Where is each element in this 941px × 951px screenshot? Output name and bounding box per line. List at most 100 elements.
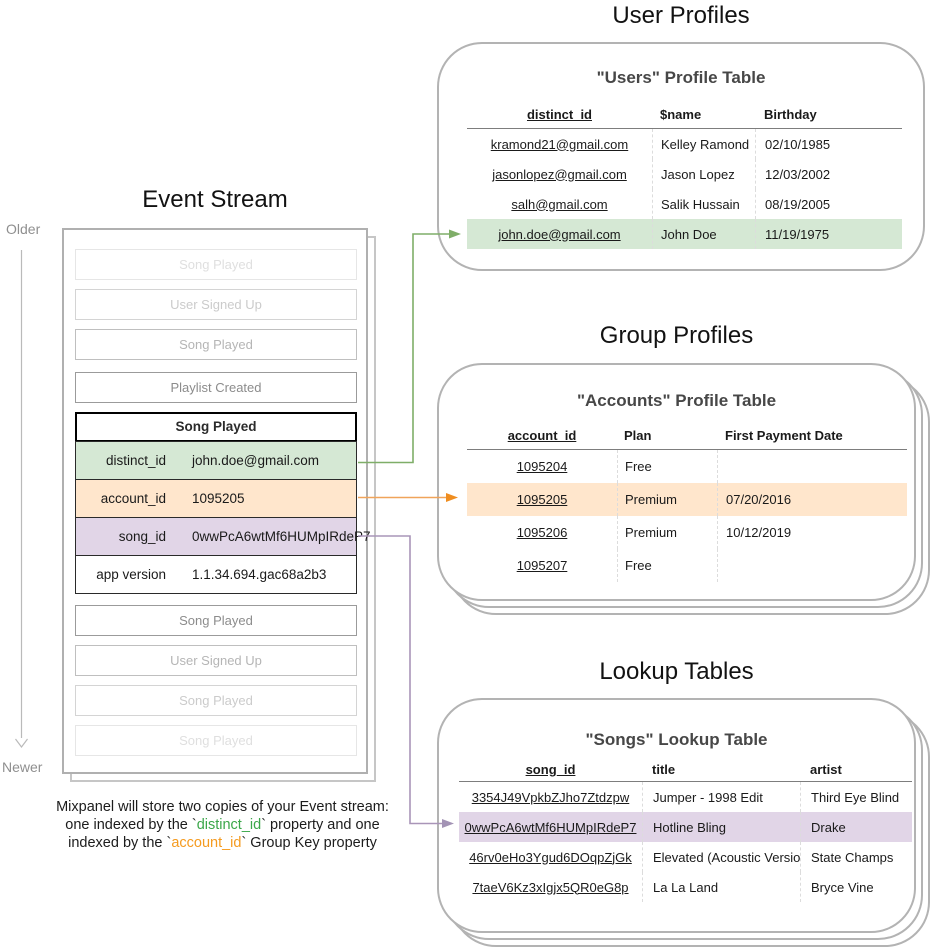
cell-artist: Bryce Vine (800, 872, 912, 902)
property-value: john.doe@gmail.com (192, 453, 320, 468)
table-row-highlighted-orange: 1095205 Premium 07/20/2016 (467, 483, 907, 516)
cell-title: La La Land (642, 872, 800, 902)
cell-birthday: 02/10/1985 (755, 129, 902, 159)
cell-title: Elevated (Acoustic Version) (642, 842, 800, 872)
event-user-signed-up: User Signed Up (75, 645, 357, 676)
event-song-played: Song Played (75, 249, 357, 280)
cell-account-id: 1095206 (516, 525, 568, 540)
cell-first-payment-date: 07/20/2016 (717, 483, 907, 516)
column-header-artist: artist (810, 761, 842, 777)
cell-plan: Free (617, 549, 717, 582)
user-profiles-title: User Profiles (612, 2, 750, 29)
table-row: 1095206 Premium 10/12/2019 (467, 516, 907, 549)
cell-plan: Free (617, 450, 717, 483)
cell-first-payment-date (717, 549, 907, 582)
column-header-birthday: Birthday (764, 106, 817, 122)
cell-artist: Drake (800, 812, 912, 842)
group-profiles-title: Group Profiles (599, 322, 754, 349)
cell-first-payment-date: 10/12/2019 (717, 516, 907, 549)
cell-artist: State Champs (800, 842, 912, 872)
event-song-played: Song Played (75, 329, 357, 360)
cell-song-id: 3354J49VpkbZJho7Ztdzpw (471, 789, 630, 805)
cell-name: Kelley Ramond (652, 129, 755, 159)
cell-distinct-id: jasonlopez@gmail.com (492, 166, 627, 182)
timeline-arrowhead-icon (15, 738, 28, 748)
table-row: jasonlopez@gmail.com Jason Lopez 12/03/2… (467, 159, 902, 189)
property-value: 1095205 (192, 491, 245, 506)
cell-distinct-id: salh@gmail.com (511, 196, 608, 212)
table-row-highlighted-green: john.doe@gmail.com John Doe 11/19/1975 (467, 219, 902, 249)
cell-name: Salik Hussain (652, 189, 755, 219)
cell-distinct-id: john.doe@gmail.com (498, 226, 621, 242)
caption-line2-pre: one indexed by the ` (65, 817, 197, 833)
event-stream-title: Event Stream (142, 186, 288, 213)
caption-account-id: account_id (171, 835, 242, 851)
older-label: Older (6, 221, 41, 237)
users-card-title: "Users" Profile Table (596, 68, 766, 87)
songs-card-title: "Songs" Lookup Table (585, 730, 768, 749)
cell-birthday: 12/03/2002 (755, 159, 902, 189)
users-table-header: distinct_id $name Birthday (467, 100, 902, 129)
cell-distinct-id: kramond21@gmail.com (490, 136, 629, 152)
cell-title: Hotline Bling (642, 812, 800, 842)
cell-artist: Third Eye Blind (800, 782, 912, 812)
cell-birthday: 08/19/2005 (755, 189, 902, 219)
property-row-distinct-id: distinct_id john.doe@gmail.com (76, 442, 356, 479)
property-row-app-version: app version 1.1.34.694.gac68a2b3 (76, 555, 356, 593)
accounts-profile-card: "Accounts" Profile Table account_id Plan… (437, 363, 916, 601)
caption-distinct-id: distinct_id (196, 817, 262, 833)
property-key: account_id (100, 491, 166, 506)
songs-lookup-card: "Songs" Lookup Table song_id title artis… (437, 698, 916, 933)
table-row: 1095207 Free (467, 549, 907, 582)
table-row: kramond21@gmail.com Kelley Ramond 02/10/… (467, 129, 902, 159)
cell-song-id: 7taeV6Kz3xIgjx5QR0eG8p (472, 879, 629, 895)
cell-song-id: 46rv0eHo3Ygud6DOqpZjGk (469, 849, 632, 865)
property-key: app version (96, 567, 166, 582)
caption-line3-pre: indexed by the ` (68, 835, 172, 851)
caption-line3-post: ` Group Key property (241, 835, 377, 851)
property-value: 1.1.34.694.gac68a2b3 (192, 567, 327, 582)
cell-birthday: 11/19/1975 (755, 219, 902, 249)
users-profile-card: "Users" Profile Table distinct_id $name … (437, 42, 925, 271)
event-song-played: Song Played (75, 605, 357, 636)
column-header-first-payment-date: First Payment Date (725, 427, 843, 443)
column-header-distinct-id: distinct_id (526, 106, 592, 122)
table-row-highlighted-purple: 0wwPcA6wtMf6HUMpIRdeP7 Hotline Bling Dra… (459, 812, 912, 842)
table-row: 3354J49VpkbZJho7Ztdzpw Jumper - 1998 Edi… (459, 782, 912, 812)
property-value: 0wwPcA6wtMf6HUMpIRdeP7 (192, 529, 371, 544)
event-song-played: Song Played (75, 725, 357, 756)
column-header-plan: Plan (624, 427, 652, 443)
column-header-account-id: account_id (507, 427, 577, 443)
users-table: distinct_id $name Birthday kramond21@gma… (467, 100, 902, 249)
footnote-caption: Mixpanel will store two copies of your E… (25, 798, 420, 852)
focus-event-properties: distinct_id john.doe@gmail.com account_i… (75, 441, 371, 594)
table-row: 46rv0eHo3Ygud6DOqpZjGk Elevated (Acousti… (459, 842, 912, 872)
cell-plan: Premium (617, 483, 717, 516)
property-row-account-id: account_id 1095205 (76, 479, 356, 517)
column-header-name: $name (660, 106, 702, 122)
cell-plan: Premium (617, 516, 717, 549)
property-key: distinct_id (105, 453, 166, 468)
newer-label: Newer (2, 759, 43, 775)
event-song-played: Song Played (75, 685, 357, 716)
songs-table-header: song_id title artist (459, 757, 912, 782)
cell-account-id: 1095204 (516, 459, 568, 474)
cell-title: Jumper - 1998 Edit (642, 782, 800, 812)
cell-account-id: 1095207 (516, 558, 568, 573)
cell-name: Jason Lopez (652, 159, 755, 189)
property-row-song-id: song_id 0wwPcA6wtMf6HUMpIRdeP7 (76, 517, 371, 555)
caption-line2-post: ` property and one (261, 817, 380, 833)
cell-song-id: 0wwPcA6wtMf6HUMpIRdeP7 (464, 819, 637, 835)
column-header-title: title (652, 761, 676, 777)
event-playlist-created: Playlist Created (75, 372, 357, 403)
songs-table: song_id title artist 3354J49VpkbZJho7Ztd… (459, 757, 912, 902)
cell-account-id: 1095205 (516, 492, 568, 507)
cell-name: John Doe (652, 219, 755, 249)
accounts-table: account_id Plan First Payment Date 10952… (467, 421, 907, 582)
accounts-card-title: "Accounts" Profile Table (576, 391, 777, 410)
column-header-song-id: song_id (525, 761, 576, 777)
accounts-table-header: account_id Plan First Payment Date (467, 421, 907, 450)
table-row: salh@gmail.com Salik Hussain 08/19/2005 (467, 189, 902, 219)
event-user-signed-up: User Signed Up (75, 289, 357, 320)
